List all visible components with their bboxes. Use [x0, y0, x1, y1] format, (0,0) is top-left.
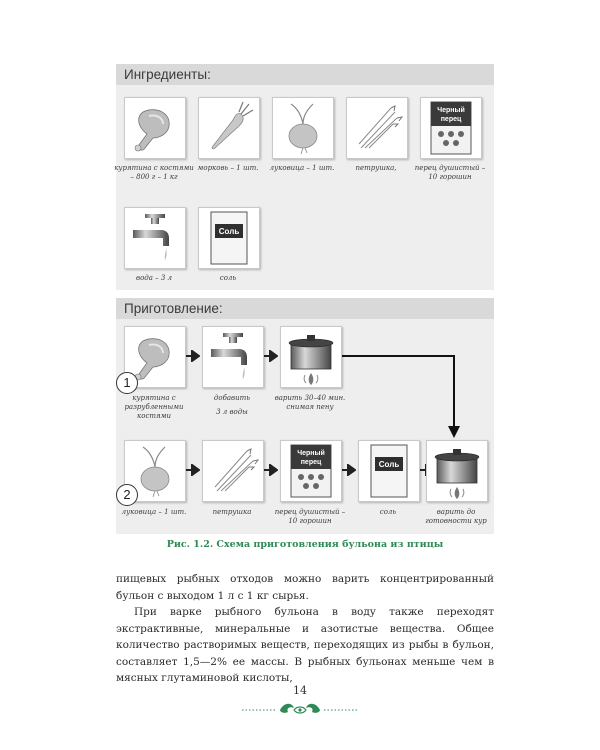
step1-tile-water — [202, 326, 264, 388]
ingredient-tile-chicken — [124, 97, 186, 159]
arrow-right-icon — [186, 464, 200, 476]
ingredients-header: Ингредиенты: — [116, 64, 494, 85]
chicken-leg-icon — [125, 98, 185, 158]
ingredient-tile-water — [124, 207, 186, 269]
ornament-icon — [242, 703, 358, 714]
ingredients-panel: Ингредиенты: курятина с костями – 800 г … — [114, 64, 494, 290]
water-tap-icon — [203, 327, 263, 387]
step2-tile-pot — [426, 440, 488, 502]
svg-text:перец: перец — [301, 459, 322, 466]
preparation-title: Приготовление: — [124, 301, 223, 316]
step-caption: луковица – 1 шт. — [121, 508, 187, 516]
step-caption: курятина с разрубленными костями — [124, 394, 184, 420]
paragraph: пищевых рыбных отходов можно варить конц… — [116, 573, 494, 602]
ingredient-caption: курятина с костями – 800 г – 1 кг — [114, 164, 194, 181]
parsley-icon — [347, 98, 407, 158]
ingredient-tile-onion — [272, 97, 334, 159]
svg-text:перец: перец — [441, 116, 462, 123]
carrot-icon — [199, 98, 259, 158]
arrow-right-icon — [264, 350, 278, 362]
ingredient-caption: морковь – 1 шт. — [197, 164, 259, 172]
ingredient-tile-salt: Соль — [198, 207, 260, 269]
step2-tile-salt: Соль — [358, 440, 420, 502]
ingredient-caption: луковица – 1 шт. — [269, 164, 335, 172]
figure-caption: Рис. 1.2. Схема приготовления бульона из… — [166, 539, 444, 550]
pot-on-fire-icon — [281, 327, 341, 387]
ingredient-tile-parsley — [346, 97, 408, 159]
pot-on-fire-icon — [427, 441, 487, 501]
ingredient-tile-carrot — [198, 97, 260, 159]
step-caption: соль — [379, 508, 397, 516]
step2-tile-pepper: Черный перец — [280, 440, 342, 502]
step-caption: петрушка — [212, 508, 252, 516]
svg-text:Черный: Черный — [297, 449, 325, 457]
ingredient-caption: перец душистый – 10 горошин — [414, 164, 486, 181]
step-caption: варить 30–40 мин. снимая пену — [274, 394, 346, 411]
step1-tile-chicken — [124, 326, 186, 388]
step-number-2: 2 — [116, 484, 138, 506]
step-caption-secondary: 3 л воды — [216, 408, 248, 416]
step-caption: добавить — [213, 394, 251, 402]
step-caption: перец душистый – 10 горошин — [274, 508, 346, 525]
svg-text:Черный: Черный — [437, 106, 465, 114]
step2-tile-onion — [124, 440, 186, 502]
pepper-box-icon: Черный перец — [430, 101, 472, 155]
arrow-right-icon — [342, 464, 356, 476]
onion-icon — [273, 98, 333, 158]
water-tap-icon — [125, 208, 185, 268]
preparation-panel: Приготовление: 1 курятина с разрубленным… — [116, 298, 494, 534]
step-number-1: 1 — [116, 372, 138, 394]
svg-text:Соль: Соль — [219, 227, 240, 236]
body-text: пищевых рыбных отходов можно варить конц… — [116, 571, 494, 687]
paragraph: При варке рыбного бульона в воду также п… — [116, 606, 494, 684]
parsley-icon — [203, 441, 263, 501]
ingredient-caption: вода – 3 л — [136, 274, 172, 282]
ingredient-caption: соль — [219, 274, 237, 282]
ingredient-tile-pepper: Черный перец — [420, 97, 482, 159]
preparation-header: Приготовление: — [116, 298, 494, 319]
svg-text:Соль: Соль — [379, 460, 400, 469]
pepper-box-icon: Черный перец — [290, 444, 332, 498]
step-caption: варить до готовности кур — [425, 508, 487, 525]
ingredients-title: Ингредиенты: — [124, 67, 211, 82]
ingredient-caption: петрушка, — [355, 164, 397, 172]
connector-arrow-icon — [342, 355, 460, 438]
page-number: 14 — [293, 684, 307, 697]
salt-box-icon: Соль — [210, 211, 248, 265]
arrow-right-icon — [186, 350, 200, 362]
step2-tile-parsley — [202, 440, 264, 502]
salt-box-icon: Соль — [370, 444, 408, 498]
arrow-right-icon — [264, 464, 278, 476]
step1-tile-pot — [280, 326, 342, 388]
